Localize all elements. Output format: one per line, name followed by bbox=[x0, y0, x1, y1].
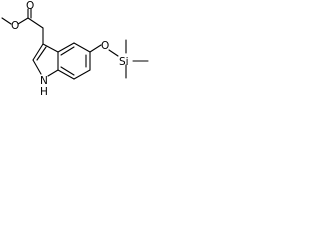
carbonyl-oxygen-label: O bbox=[26, 0, 34, 12]
molecule-drawing: O O O Si N H bbox=[1, 0, 149, 98]
bond-ester-o-carbonyl-c bbox=[17, 17, 29, 25]
bond-c3a-c4-a bbox=[57, 42, 75, 53]
ring-nitrogen-label: N bbox=[40, 75, 48, 87]
silicon-label: Si bbox=[119, 56, 129, 68]
bond-carbonyl-c-ch2 bbox=[27, 17, 44, 29]
bond-c6-c7 bbox=[73, 69, 91, 80]
bond-methyl-ester-o bbox=[1, 17, 12, 25]
structure-diagram: O O O Si N H bbox=[0, 0, 151, 99]
bond-c4-c5 bbox=[73, 42, 91, 53]
bond-c5-ether-o bbox=[89, 44, 102, 53]
bond-ether-o-si bbox=[108, 49, 119, 57]
bond-c7-c7a-a bbox=[57, 69, 75, 80]
bond-n1-c7a bbox=[47, 69, 59, 77]
ring-nitrogen-hydrogen-label: H bbox=[40, 86, 48, 98]
ester-oxygen-label: O bbox=[11, 20, 19, 32]
bond-c7-c7a-b bbox=[60, 66, 75, 76]
bond-c3-c3a bbox=[42, 43, 59, 53]
bond-c3-c2-b bbox=[36, 46, 47, 61]
bond-c3a-c4-b bbox=[60, 46, 75, 56]
bond-c3-c2-a bbox=[32, 43, 44, 61]
bond-c2-n1 bbox=[32, 59, 42, 75]
ether-oxygen-label: O bbox=[101, 40, 109, 52]
